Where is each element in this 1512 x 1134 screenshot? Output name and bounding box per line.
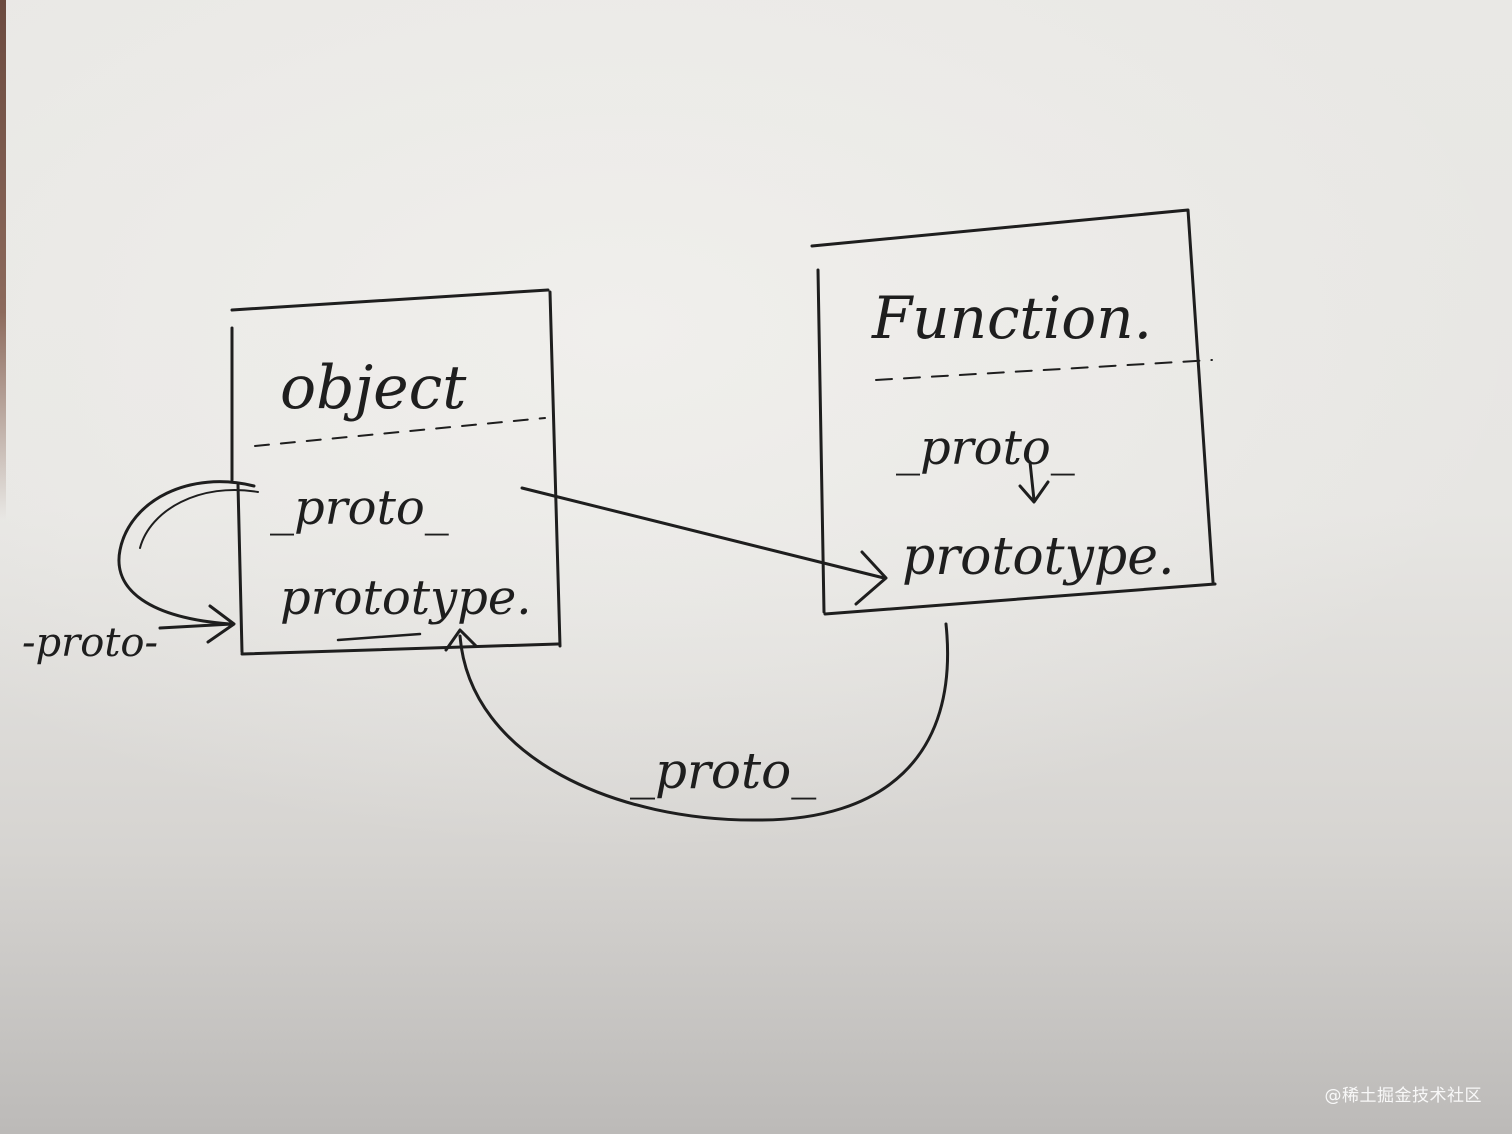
bottom-curve-arrow-head [444,628,478,652]
bottom-curve [458,622,949,822]
watermark: @稀土掘金技术社区 [1324,1086,1482,1106]
function-proto-down-arrow [1018,460,1050,504]
self-loop-label: -proto- [22,620,158,666]
object-title: object [280,353,467,423]
function-box-divider [875,359,1213,381]
object-box: object _proto_ prototype. [230,288,562,656]
object-proto-field: _proto_ [270,480,449,536]
arrow-object-proto-to-function-prototype [520,486,888,606]
self-loop-curve [117,480,256,626]
object-self-loop-arrow: -proto- [22,480,259,666]
function-box-border [810,208,1217,616]
object-box-border [230,288,562,656]
paper-edge [0,0,6,520]
function-to-object-prototype-curve: _proto_ [444,622,949,822]
arrow-head [854,550,888,606]
self-loop-arrow-head [158,604,236,644]
function-box: Function. _proto_ prototype. [810,208,1217,616]
function-title: Function. [871,284,1152,352]
object-prototype-field: prototype. [280,570,532,626]
self-loop-curve-stroke2 [139,488,259,549]
function-proto-field: _proto_ [896,420,1075,476]
function-prototype-field: prototype. [902,527,1175,587]
arrow-line [520,486,886,580]
bottom-curve-label: _proto_ [630,742,816,800]
object-prototype-underline [336,632,422,642]
object-box-divider [254,417,546,447]
